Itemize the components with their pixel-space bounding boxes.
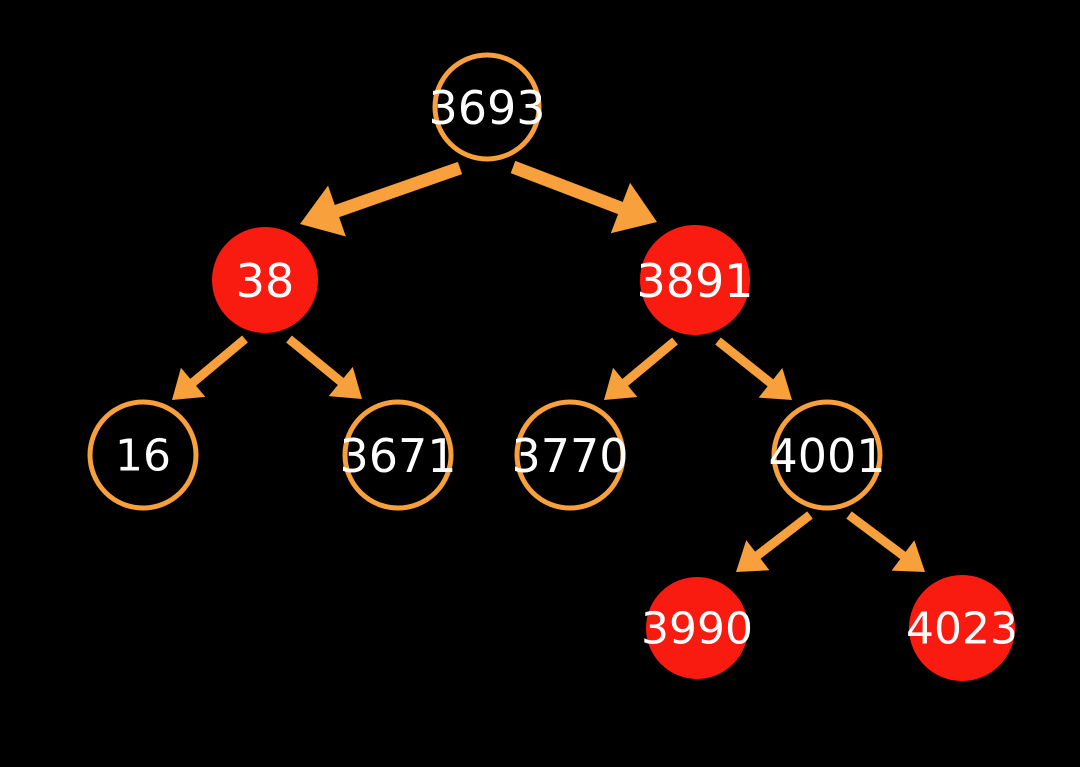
tree-node[interactable]: 3671 [339,399,457,511]
edge-arrowhead-icon [300,185,346,237]
tree-edge [715,337,792,400]
edge-shaft [715,337,775,388]
edge-arrowhead-icon [172,367,206,400]
tree-node[interactable]: 3990 [641,577,753,679]
tree-node[interactable]: 16 [87,399,199,511]
node-circle-black[interactable] [514,399,626,511]
edge-shaft [332,161,463,218]
edge-shaft [286,335,346,387]
nodes-layer: 3693 38 3891 16 3671 3770 4001 3990 4023 [87,52,1018,681]
tree-edge [736,511,813,572]
node-label: 38 [236,254,295,308]
node-circle-black[interactable] [432,52,542,162]
node-circle-red[interactable] [212,227,318,333]
tree-node[interactable]: 4023 [906,575,1018,681]
tree-edge [846,511,925,572]
edge-shaft [753,511,813,560]
tree-node[interactable]: 4001 [768,399,886,511]
edges-layer [172,160,925,572]
edge-arrowhead-icon [758,367,792,400]
edge-arrowhead-icon [736,540,770,572]
tree-node[interactable]: 38 [212,227,318,333]
edge-arrowhead-icon [610,182,657,234]
tree-node[interactable]: 3891 [636,225,754,335]
node-label: 3891 [636,254,753,308]
tree-edge [604,337,678,400]
node-circle-red[interactable] [646,577,748,679]
node-label: 4001 [768,429,885,483]
edge-shaft [620,337,678,388]
node-label: 16 [115,431,171,482]
edge-shaft [846,511,908,561]
edge-arrowhead-icon [891,540,925,572]
edge-shaft [510,160,625,215]
tree-node[interactable]: 3693 [428,52,546,162]
node-circle-black[interactable] [771,399,883,511]
node-label: 3671 [339,429,456,483]
tree-node[interactable]: 3770 [511,399,629,511]
node-label: 3770 [511,429,628,483]
node-label: 3990 [641,604,753,655]
edge-arrowhead-icon [604,367,638,400]
tree-edge [510,160,657,234]
tree-edge [286,335,362,399]
tree-edge [300,161,463,237]
tree-edge [172,335,248,400]
node-label: 3693 [428,81,545,135]
node-circle-red[interactable] [909,575,1015,681]
node-circle-black[interactable] [87,399,199,511]
node-circle-red[interactable] [640,225,750,335]
node-circle-black[interactable] [342,399,454,511]
edge-shaft [188,335,248,388]
edge-arrowhead-icon [328,366,362,399]
node-label: 4023 [906,604,1018,655]
